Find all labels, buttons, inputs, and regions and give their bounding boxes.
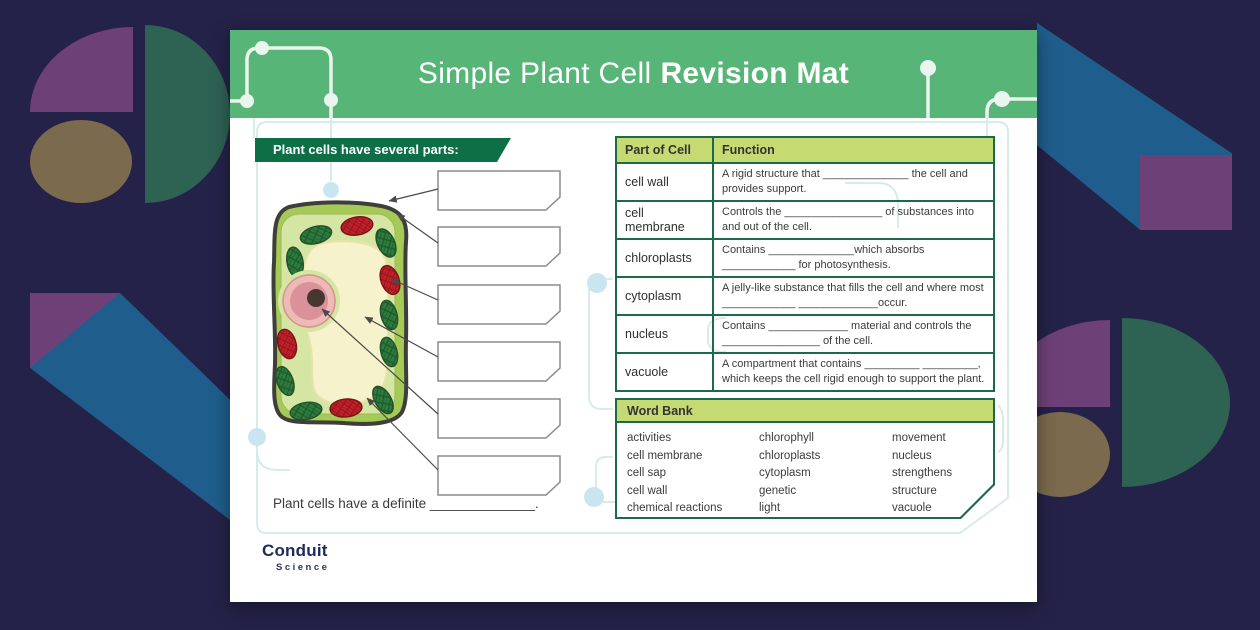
function-cell: A rigid structure that ______________ th… [712, 162, 995, 202]
word-bank-word: cell sap [627, 467, 666, 480]
word-bank-word: chloroplasts [759, 449, 821, 462]
table-row: cell membrane Controls the _____________… [615, 200, 995, 240]
nucleus [278, 270, 340, 332]
word-bank-word: activities [627, 432, 672, 444]
word-bank-column: movement nucleus strengthens structure v… [892, 430, 1002, 518]
word-bank-word: cell membrane [627, 449, 703, 462]
part-cell: chloroplasts [615, 238, 714, 278]
word-bank-word: structure [892, 484, 937, 497]
page-title-bold: Revision Mat [660, 57, 850, 90]
plant-cell-illustration [271, 170, 561, 496]
logo-subtitle: Science [276, 562, 330, 573]
word-bank-column: chlorophyll chloroplasts cytoplasm genet… [759, 430, 892, 518]
table-row: vacuole A compartment that contains ____… [615, 352, 995, 392]
word-bank-list: activities cell membrane cell sap cell w… [617, 423, 993, 518]
parts-function-table: Part of Cell Function cell wall A rigid … [615, 136, 995, 392]
half-disc-shape [145, 25, 230, 203]
publisher-logo: Conduit Science [262, 541, 329, 573]
quarter-circle-shape [30, 27, 133, 112]
word-bank-word: nucleus [892, 449, 932, 462]
function-cell: Controls the ________________ of substan… [712, 200, 995, 240]
part-cell: cell wall [615, 162, 714, 202]
table-row: cytoplasm A jelly-like substance that fi… [615, 276, 995, 316]
answer-box[interactable] [437, 170, 561, 496]
word-bank-title: Word Bank [617, 400, 993, 423]
logo-name: Conduit [262, 541, 328, 560]
table-header-row: Part of Cell Function [615, 136, 995, 164]
part-cell: vacuole [615, 352, 714, 392]
section-heading-banner: Plant cells have several parts: [255, 138, 511, 162]
part-cell: cytoplasm [615, 276, 714, 316]
word-bank-word: chlorophyll [759, 432, 814, 444]
word-bank-word: chemical reactions [627, 502, 723, 515]
worksheet-page: Simple Plant Cell Revision Mat Plant cel… [230, 30, 1037, 602]
table-row: chloroplasts Contains ______________whic… [615, 238, 995, 278]
word-bank-word: cytoplasm [759, 467, 811, 480]
word-bank: Word Bank activities cell membrane cell … [615, 398, 995, 519]
word-bank-word: light [759, 502, 781, 515]
fill-in-sentence: Plant cells have a definite ____________… [273, 496, 539, 511]
word-bank-word: strengthens [892, 467, 953, 480]
table-row: cell wall A rigid structure that _______… [615, 162, 995, 202]
page-title-regular: Simple Plant Cell [417, 57, 652, 90]
word-bank-column: activities cell membrane cell sap cell w… [627, 430, 759, 518]
part-cell: cell membrane [615, 200, 714, 240]
word-bank-word: movement [892, 432, 946, 444]
word-bank-word: genetic [759, 484, 797, 497]
rectangle-shape [1140, 155, 1232, 230]
nucleolus [307, 289, 325, 307]
function-cell: A compartment that contains _________ __… [712, 352, 995, 392]
word-bank-word: cell wall [627, 484, 668, 497]
column-header-part: Part of Cell [615, 136, 714, 164]
part-cell: nucleus [615, 314, 714, 354]
half-disc-shape [1122, 318, 1230, 487]
function-cell: Contains ______________which absorbs ___… [712, 238, 995, 278]
ellipse-shape [30, 120, 132, 203]
column-header-function: Function [712, 136, 995, 164]
page-title: Simple Plant Cell Revision Mat [230, 30, 1037, 118]
table-row: nucleus Contains _____________ material … [615, 314, 995, 354]
function-cell: Contains _____________ material and cont… [712, 314, 995, 354]
function-cell: A jelly-like substance that fills the ce… [712, 276, 995, 316]
word-bank-word: vacuole [892, 502, 932, 515]
